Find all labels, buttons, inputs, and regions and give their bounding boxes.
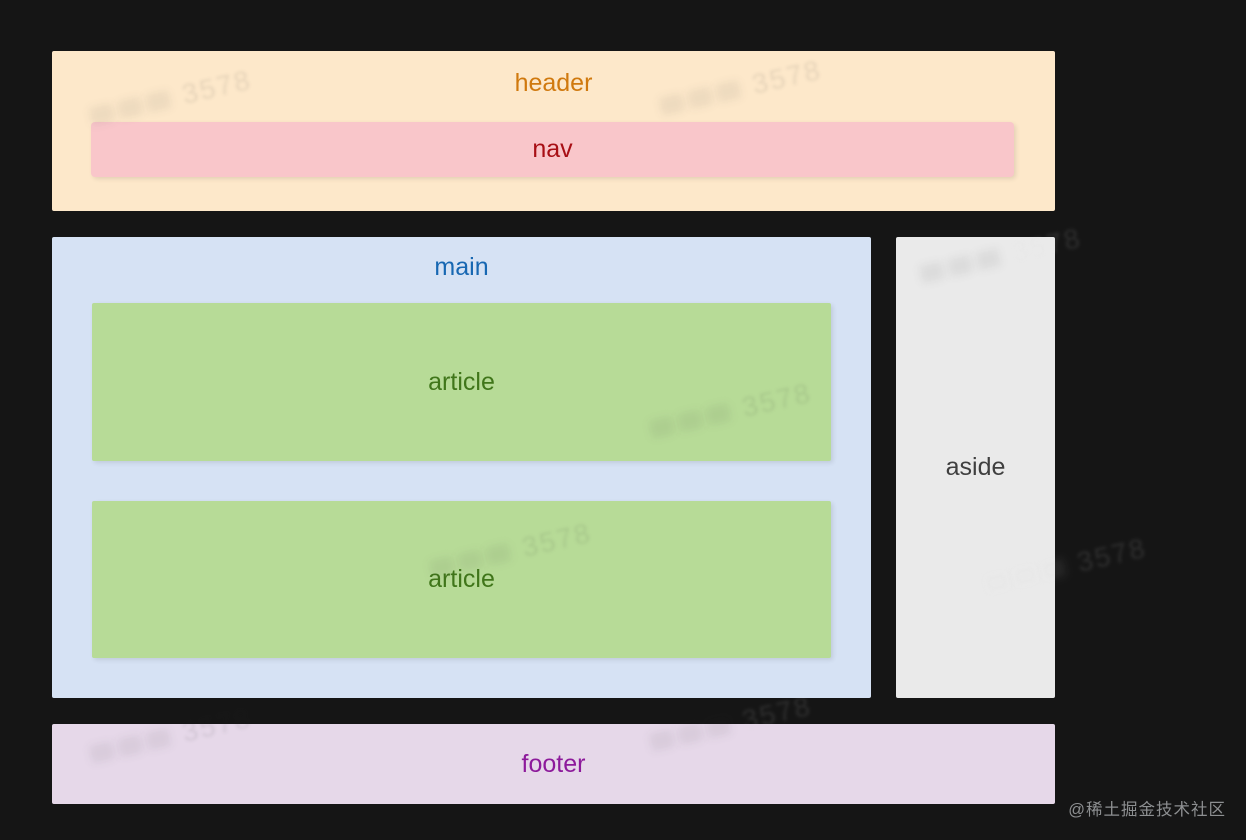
article-box: article [92, 303, 831, 461]
article-label: article [428, 565, 495, 593]
watermark-number: 3578 [1074, 531, 1150, 578]
main-label: main [434, 253, 489, 281]
article-box: article [92, 501, 831, 658]
nav-label: nav [532, 135, 573, 163]
article-label: article [428, 367, 495, 396]
aside-box: aside [896, 237, 1055, 698]
header-label: header [514, 69, 593, 97]
header-box: header nav [52, 51, 1055, 211]
main-box: main article article [52, 237, 871, 698]
footer-box: footer [52, 724, 1055, 804]
footer-label: footer [521, 749, 586, 778]
aside-label: aside [945, 453, 1006, 481]
nav-box: nav [91, 122, 1014, 177]
juejin-community-credit: @稀土掘金技术社区 [1068, 801, 1226, 819]
